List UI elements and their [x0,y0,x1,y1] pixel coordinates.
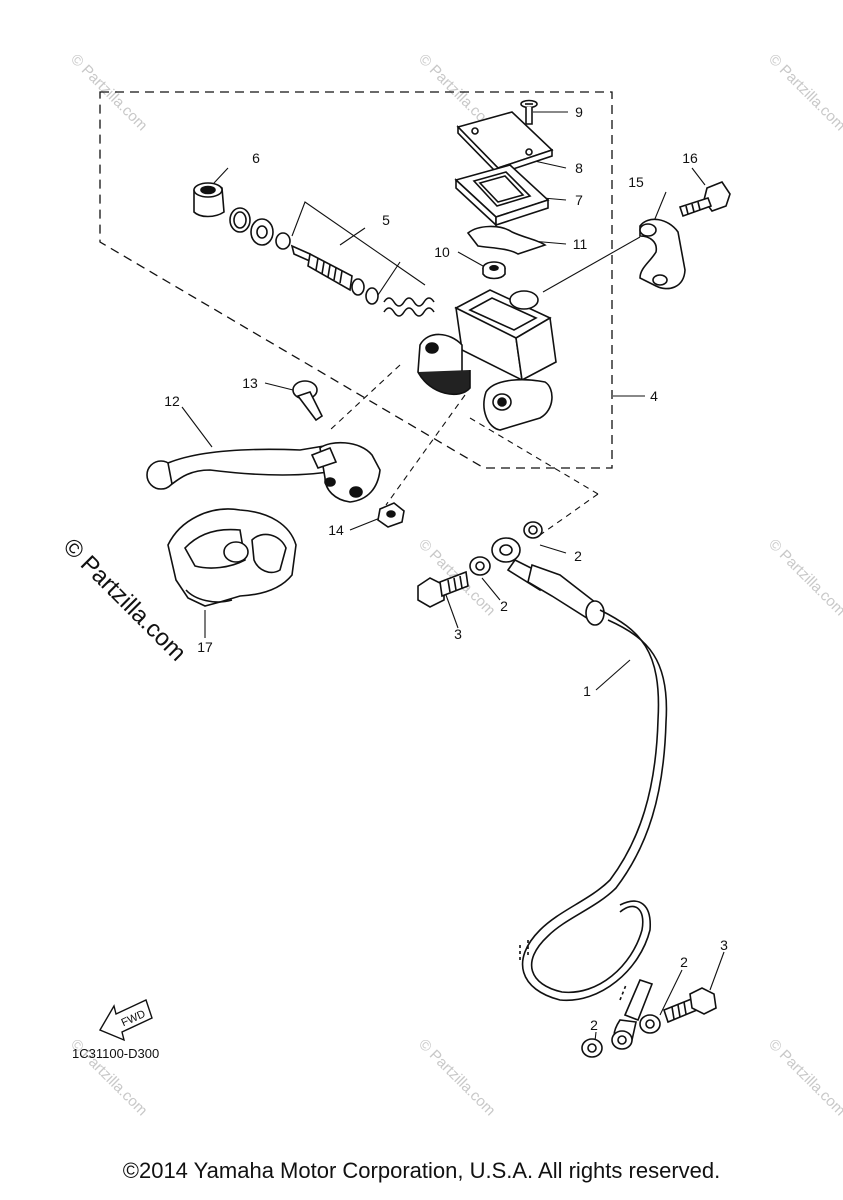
banjo-fitting-lower [611,979,654,1050]
callout-label: 13 [242,375,258,391]
callout-label: 17 [197,639,213,655]
washer-2-lower-left [581,1038,603,1058]
callout-label: 6 [252,150,260,166]
master-cylinder-body-4 [417,289,557,431]
watermark-text: © Partzilla.com [415,1036,498,1119]
callout-label: 8 [575,160,583,176]
link-lines [329,364,599,536]
callout-label: 2 [680,954,688,970]
washer-5a [250,218,274,246]
callout-label: 2 [500,598,508,614]
washer-2-mid [469,556,491,576]
copyright-text: ©2014 Yamaha Motor Corporation, U.S.A. A… [122,1158,721,1183]
callout-label: 3 [454,626,462,642]
fwd-arrow-icon: FWD [98,999,153,1042]
nut-14 [377,502,405,528]
callout-label: 7 [575,192,583,208]
callout-label: 2 [574,548,582,564]
callout-label: 4 [650,388,658,404]
callout-label: 14 [328,522,344,538]
callout-label: 5 [382,212,390,228]
diaphragm-11 [466,225,547,255]
lever-12 [146,441,381,503]
screw-9 [520,99,538,125]
clamp-15 [639,218,686,290]
union-bolt-3-upper [417,570,469,608]
reservoir-cap-8 [456,111,554,176]
callout-label: 16 [682,150,698,166]
brake-hose-1 [519,609,668,1002]
lever-cover-17 [167,508,297,607]
diagram-code: 1C31100-D300 [72,1046,159,1061]
callout-label: 12 [164,393,180,409]
watermark-text: © Partzilla.com [765,536,843,619]
banjo-fitting-upper [491,537,605,626]
spring-5 [383,297,435,317]
pivot-bolt-13 [292,380,324,422]
callout-label: 1 [583,683,591,699]
callout-label: 15 [628,174,644,190]
circlip [229,207,251,233]
callout-label: 2 [590,1017,598,1033]
callout-label: 9 [575,104,583,120]
callouts: 1 2 2 2 2 3 3 4 5 6 7 8 9 10 11 12 13 14… [164,104,728,1033]
union-bolt-3-lower [663,987,717,1024]
assembly-boundary [99,91,613,469]
washer-2-upper [523,521,543,539]
watermark-text: © Partzilla.com [765,51,843,134]
boot-6 [193,182,225,218]
float-10 [482,261,506,280]
callout-label: 11 [573,236,588,252]
diaphragm-plate-7 [454,164,550,227]
washer-2-lower-right [639,1014,661,1034]
piston-assembly-5 [275,232,379,305]
watermark-text: © Partzilla.com [765,1036,843,1119]
callout-label: 10 [434,244,450,260]
callout-label: 3 [720,937,728,953]
bolt-16 [678,181,731,218]
